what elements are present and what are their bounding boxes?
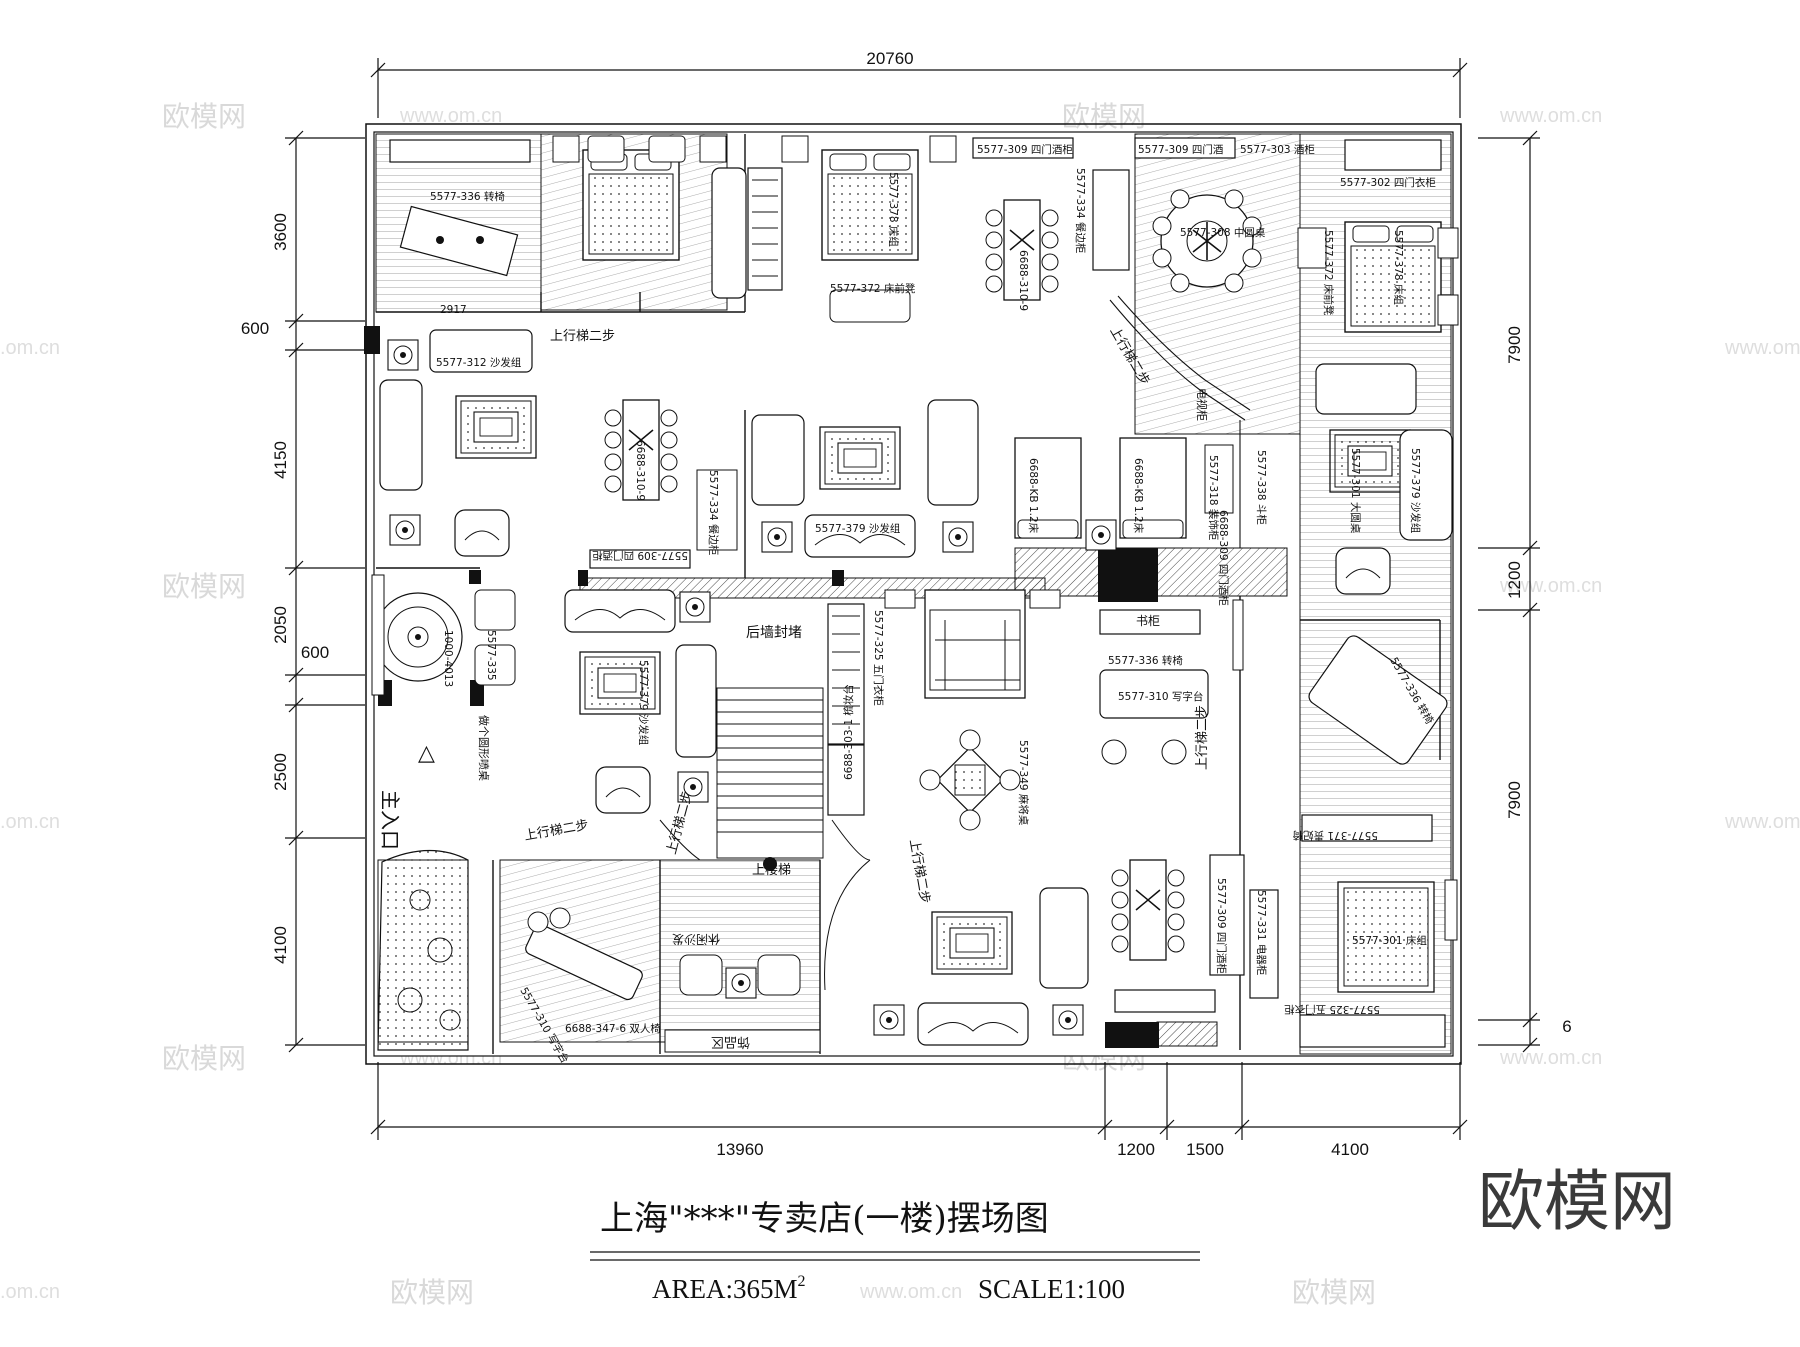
furniture-label: 5577-372 床前凳 — [830, 282, 916, 295]
dimension-lines — [285, 58, 1540, 1140]
furniture-label: 5577-309 四门酒柜 — [1215, 878, 1228, 974]
watermark-cn: 欧模网 — [162, 570, 246, 603]
watermark-cn: 欧模网 — [162, 1042, 246, 1075]
dim-left-6: 2500 — [271, 753, 290, 791]
furniture-label: 5577-312 沙发组 — [436, 356, 522, 369]
main-entrance-label: 主入口 — [378, 790, 402, 850]
watermark-url: .om.cn — [0, 1281, 60, 1303]
dim-right-3: 7900 — [1505, 781, 1524, 819]
furniture-label: 5577-309 四门酒柜 — [977, 143, 1073, 156]
furniture-label: 5577-349 麻将桌 — [1017, 740, 1030, 826]
furniture-label: 6688-347-6 双人椅 — [565, 1022, 661, 1035]
dim-top-total: 20760 — [866, 49, 913, 68]
dim-left-3: 4150 — [271, 441, 290, 479]
furniture-label: 5577-303 酒柜 — [1240, 143, 1315, 156]
back-wall-sealed-label: 后墙封堵 — [746, 625, 802, 641]
interior-walls — [376, 134, 1441, 1054]
furniture-label: 5577-335 — [485, 630, 497, 681]
watermark-cn: 欧模网 — [390, 1276, 474, 1309]
round-table-note: 做个圆形喷桌 — [477, 715, 491, 781]
room-labels: 后墙封堵 主入口 △ 上楼梯 做个圆形喷桌 书柜 饰品区 休闲沙发 电视柜 — [378, 388, 1209, 1049]
furniture — [371, 135, 1459, 1053]
furniture-label: 5577-331 电器柜 — [1255, 890, 1268, 975]
brand-logo-text: 欧模网 — [1478, 1163, 1676, 1240]
columns — [364, 326, 1159, 1048]
furniture-label: 6688-309 四门酒柜 — [1217, 510, 1230, 606]
furniture-label: 5577-379 沙发组 — [637, 660, 650, 746]
watermark-url: www.om.cn — [399, 105, 502, 127]
leisure-sofa-label: 休闲沙发 — [672, 932, 720, 947]
furniture-label: 6688-KB 1.2床 — [1027, 458, 1040, 534]
furniture-label: 6688-310-9 — [634, 440, 646, 501]
inner-dimension: 2917 — [440, 304, 467, 316]
furniture-label: 5577-334 餐边柜 — [707, 470, 720, 555]
curved-step — [1109, 295, 1251, 548]
furniture-label: 5577-318 装饰柜 — [1207, 455, 1220, 540]
title-block: 上海"***"专卖店(一楼)摆场图 AREA:365M2 SCALE1:100 — [590, 1199, 1200, 1304]
decor-area-label: 饰品区 — [711, 1034, 750, 1049]
watermark-url: .om.cn — [0, 811, 60, 833]
area-value: AREA:365M — [652, 1274, 798, 1304]
dim-right-4: 6 — [1562, 1017, 1571, 1036]
dim-bottom-3: 1500 — [1186, 1140, 1224, 1159]
watermark-cn: 欧模网 — [162, 100, 246, 133]
watermark-cn: 欧模网 — [1292, 1276, 1376, 1309]
dim-left-7: 4100 — [271, 926, 290, 964]
furniture-label: 5577-338 斗柜 — [1255, 450, 1268, 525]
bookcase-label: 书柜 — [1136, 614, 1160, 628]
dim-left-1: 3600 — [271, 213, 290, 251]
furniture-label: 5577-301 大圆桌 — [1349, 448, 1362, 534]
tv-cabinet-label: 电视柜 — [1195, 388, 1209, 421]
furniture-label: 5577-325 五门衣柜 — [872, 610, 885, 706]
furniture-label: 1000-4013 — [442, 630, 454, 687]
entrance-arrow-icon: △ — [418, 741, 435, 766]
plan-area: AREA:365M2 — [652, 1273, 806, 1304]
watermark-url: www.om.cn — [1499, 105, 1602, 127]
furniture-label: 5577-372 床前凳 — [1322, 230, 1335, 316]
watermark-url: www.om.cn — [859, 1281, 962, 1303]
dim-left-4: 2050 — [271, 606, 290, 644]
watermark-url: www.om.cn — [1724, 811, 1800, 833]
dim-bottom-1: 13960 — [716, 1140, 763, 1159]
stair-label: 上行梯二步 — [550, 329, 615, 344]
dim-left-5: 600 — [301, 643, 329, 662]
watermark-url: www.om.cn — [1724, 337, 1800, 359]
furniture-label: 5577-325 五门衣柜 — [1284, 1003, 1380, 1016]
watermark-url: .om.cn — [0, 337, 60, 359]
dim-bottom-4: 4100 — [1331, 1140, 1369, 1159]
plan-title: 上海"***"专卖店(一楼)摆场图 — [600, 1199, 1049, 1239]
watermark-url: www.om.cn — [1499, 1047, 1602, 1069]
watermark-cn: 欧模网 — [1062, 100, 1146, 133]
furniture-label: 6688-303-1 梳妆台 — [842, 684, 855, 780]
watermark-url: www.om.cn — [1499, 575, 1602, 597]
stair-label: 上行梯二步 — [1195, 705, 1210, 770]
furniture-label: 5577-378 床组 — [1392, 230, 1405, 305]
furniture-label: 5577-379 沙发组 — [815, 522, 901, 535]
dim-right-1: 7900 — [1505, 326, 1524, 364]
furniture-label: 5577-334 餐边柜 — [1074, 168, 1087, 253]
furniture-label: 5577-378 床组 — [887, 172, 900, 247]
furniture-label: 5577-301 床组 — [1352, 934, 1427, 947]
plan-scale: SCALE1:100 — [978, 1274, 1125, 1304]
area-exponent: 2 — [798, 1273, 806, 1290]
furniture-label: 5577-309 四门酒 — [1138, 143, 1224, 156]
furniture-label: 5577-336 转椅 — [430, 190, 505, 203]
dim-bottom-2: 1200 — [1117, 1140, 1155, 1159]
up-stairs-label: 上楼梯 — [752, 863, 791, 878]
staircase — [659, 687, 871, 991]
furniture-label: 5577-371 贵妃椅 — [1292, 829, 1378, 842]
dim-left-2: 600 — [241, 319, 269, 338]
furniture-label: 5577-379 沙发组 — [1409, 448, 1422, 534]
furniture-label: 5577-309 四门酒柜 — [592, 549, 688, 562]
furniture-label: 6688-310-9 — [1017, 250, 1029, 311]
furniture-label: 6688-KB 1.2床 — [1132, 458, 1145, 534]
furniture-label: 5577-308 中圆桌 — [1180, 226, 1266, 239]
dim-right-2: 1200 — [1505, 561, 1524, 599]
furniture-label: 5577-302 四门衣柜 — [1340, 176, 1436, 189]
furniture-label: 5577-336 转椅 — [1108, 654, 1183, 667]
furniture-label: 5577-310 写字台 — [1118, 690, 1203, 703]
